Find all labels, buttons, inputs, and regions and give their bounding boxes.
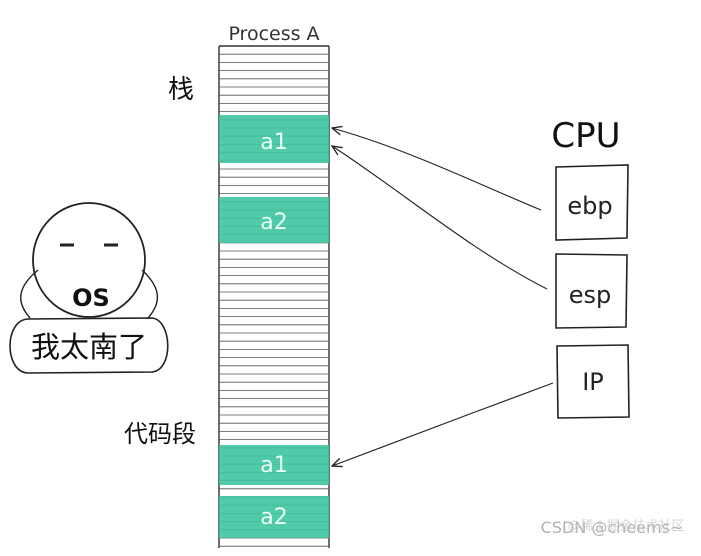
stack-block-a1-label: a1: [260, 130, 287, 155]
cpu-title: CPU: [551, 116, 620, 156]
ebp-arrow: [332, 128, 542, 211]
code-block-a1: a1: [219, 445, 329, 485]
stack-block-a1: a1: [219, 115, 329, 163]
register-esp-label: esp: [569, 281, 612, 309]
os-speech-text: 我太南了: [31, 330, 147, 364]
os-character: OS 我太南了: [9, 202, 169, 374]
register-ip-label: IP: [582, 368, 604, 396]
register-esp: esp: [555, 253, 628, 329]
os-right-arm: [141, 269, 159, 319]
code-block-a1-label: a1: [260, 453, 287, 478]
register-ip: IP: [556, 344, 630, 419]
stack-label: 栈: [168, 75, 194, 105]
code-segment-label: 代码段: [124, 420, 196, 448]
os-speech-bubble: [9, 317, 169, 374]
code-block-a2: a2: [219, 496, 329, 538]
code-block-a2-label: a2: [260, 505, 287, 530]
watermark-text: CSDN @cheems~: [541, 518, 684, 537]
ip-arrow: [332, 382, 554, 466]
register-ebp: ebp: [555, 164, 629, 241]
stack-block-a2-label: a2: [260, 210, 287, 235]
os-head: [32, 202, 146, 318]
register-ebp-label: ebp: [567, 192, 612, 220]
watermark-sub-text: @稀土掘金技术社区: [567, 518, 684, 534]
os-face-text: OS: [72, 284, 110, 312]
os-left-arm: [20, 269, 39, 319]
process-title: Process A: [228, 23, 319, 45]
esp-arrow: [332, 146, 548, 290]
stack-block-a2: a2: [219, 197, 329, 243]
